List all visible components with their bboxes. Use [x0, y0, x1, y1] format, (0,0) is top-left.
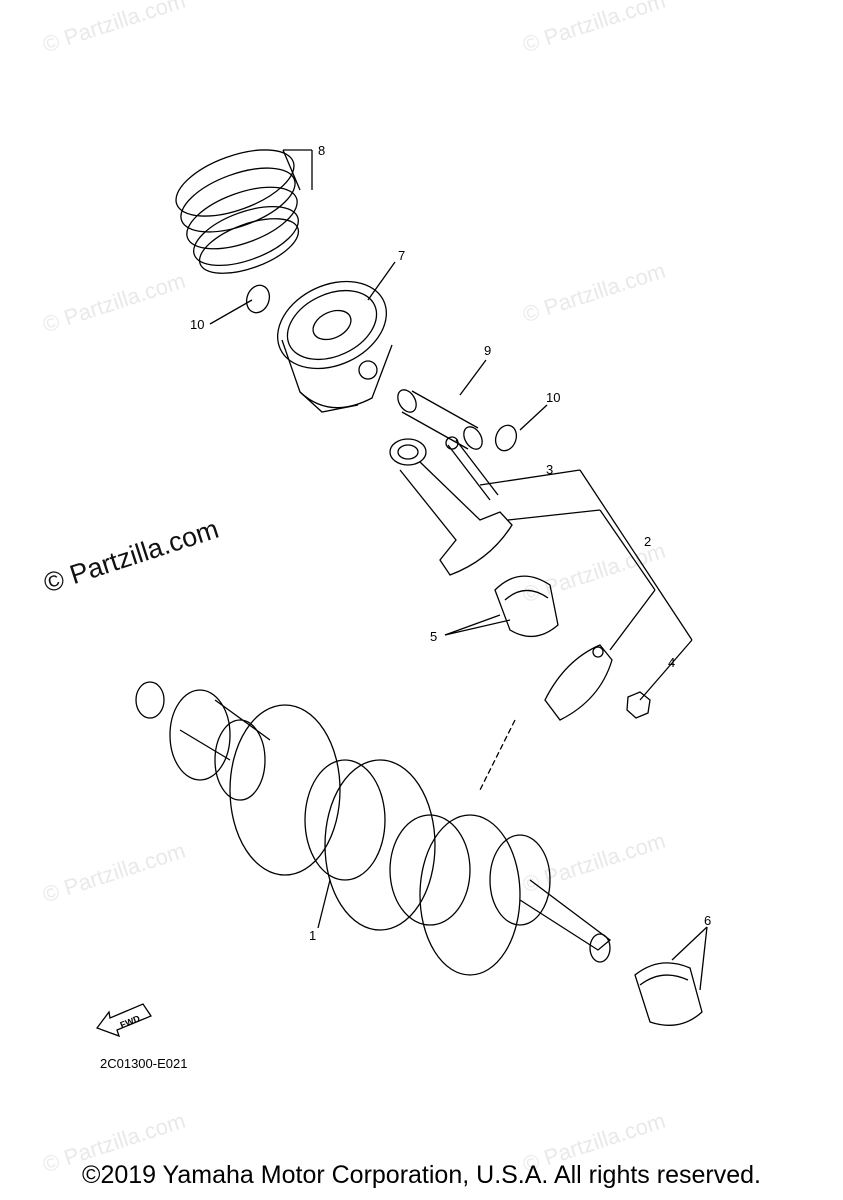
- callout-3: 3: [546, 462, 554, 477]
- callout-5: 5: [430, 629, 438, 644]
- conrod-bearings: [494, 575, 559, 637]
- callout-1: 1: [309, 928, 317, 943]
- piston: [276, 280, 393, 413]
- callout-4: 4: [668, 655, 676, 670]
- callout-7: 7: [398, 248, 406, 263]
- piston-rings: [175, 149, 300, 274]
- nut: [626, 691, 651, 719]
- rod-cap: [544, 644, 613, 721]
- circlip-left: [245, 284, 271, 314]
- callout-2: 2: [644, 534, 652, 549]
- crankshaft: [135, 681, 612, 976]
- callout-10-right: 10: [546, 390, 561, 405]
- callout-9: 9: [484, 343, 492, 358]
- fwd-arrow-icon: FWD: [95, 1003, 152, 1038]
- piston-pin: [397, 389, 483, 450]
- leader-lines: [209, 149, 708, 991]
- connecting-rod: [389, 436, 513, 576]
- circlip-right: [494, 424, 518, 452]
- diagram-code: 2C01300-E021: [100, 1056, 188, 1071]
- callout-8: 8: [318, 143, 326, 158]
- callout-6: 6: [704, 913, 712, 928]
- main-bearing: [634, 962, 703, 1026]
- copyright-text: ©2019 Yamaha Motor Corporation, U.S.A. A…: [82, 1161, 761, 1189]
- callout-10-left: 10: [190, 317, 205, 332]
